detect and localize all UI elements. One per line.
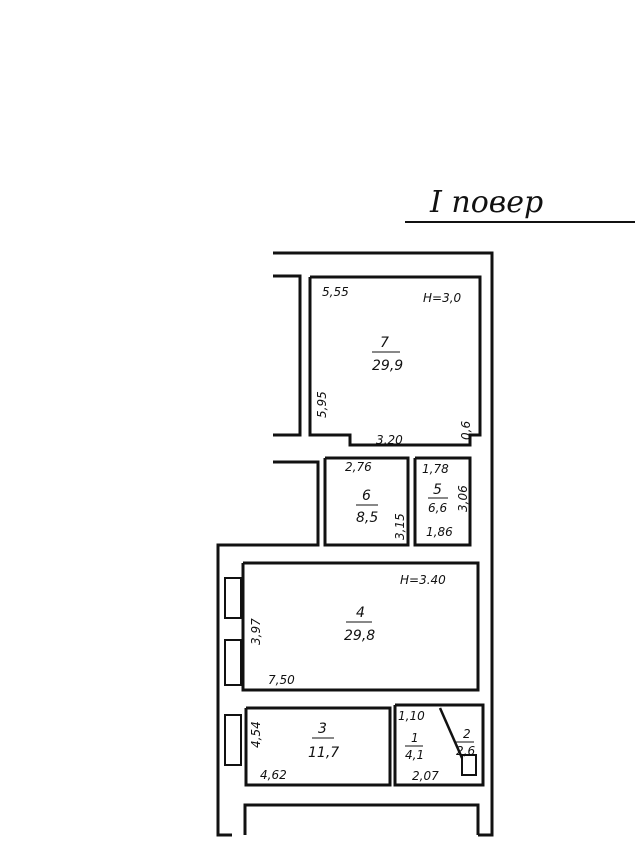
room-4-walls [241,561,480,692]
room-1-2-labels: 1,10 1 4,1 2,07 2 2,6 [398,709,475,783]
room-number: 3 [318,721,327,737]
dimension-label: 1,86 [426,525,453,539]
height-label: H=3,0 [423,291,462,305]
window [224,577,242,619]
room-3-labels: 3 11,7 4,54 4,62 [249,721,339,782]
room-6-walls [323,456,410,547]
room-number: 5 [433,482,442,498]
room-area: 8,5 [356,510,378,526]
dimension-label: 5,55 [322,285,349,299]
dimension-label: 4,54 [249,721,263,748]
dimension-label: 5,95 [315,391,329,418]
window [224,639,242,686]
room-number: 7 [380,335,389,351]
room-area: 4,1 [405,748,424,762]
dimension-label: 2,76 [345,460,372,474]
room-7-walls [308,275,482,447]
room-area: 6,6 [428,501,447,515]
dimension-label: 3,15 [393,513,407,540]
dimension-label: 3,06 [456,485,470,512]
room-number: 6 [362,488,371,504]
room-area: 29,9 [372,358,403,374]
room-area: 29,8 [344,628,375,644]
partition-line [438,707,464,759]
room-1-2-walls [393,703,485,787]
dimension-label: 3,20 [376,433,403,447]
room-7-labels: 5,55 H=3,0 7 29,9 5,95 3,20 0,6 [315,285,473,447]
room-5-walls [413,456,472,547]
room-number: 4 [356,605,365,621]
room-number: 2 [463,727,471,741]
stove-icon [461,754,477,776]
title-group: І повер [405,185,635,223]
dimension-label: 1,10 [398,709,425,723]
walls [216,251,494,837]
room-5-labels: 1,78 5 6,6 1,86 3,06 [422,462,470,539]
dimension-label: 4,62 [260,768,287,782]
dimension-label: 1,78 [422,462,449,476]
dimension-label: 3,97 [249,618,263,645]
dimension-label: 7,50 [268,673,295,687]
room-number: 1 [411,731,419,745]
dimension-label: 2,07 [412,769,439,783]
floor-title: І повер [429,185,543,220]
room-4-labels: H=3.40 4 29,8 3,97 7,50 [249,573,446,687]
room-area: 2,6 [456,744,475,758]
room-3-walls [244,706,392,787]
window [224,714,242,766]
room-6-labels: 2,76 6 8,5 3,15 [345,460,407,540]
dimension-label: 0,6 [459,421,473,440]
height-label: H=3.40 [400,573,446,587]
room-area: 11,7 [308,745,339,761]
